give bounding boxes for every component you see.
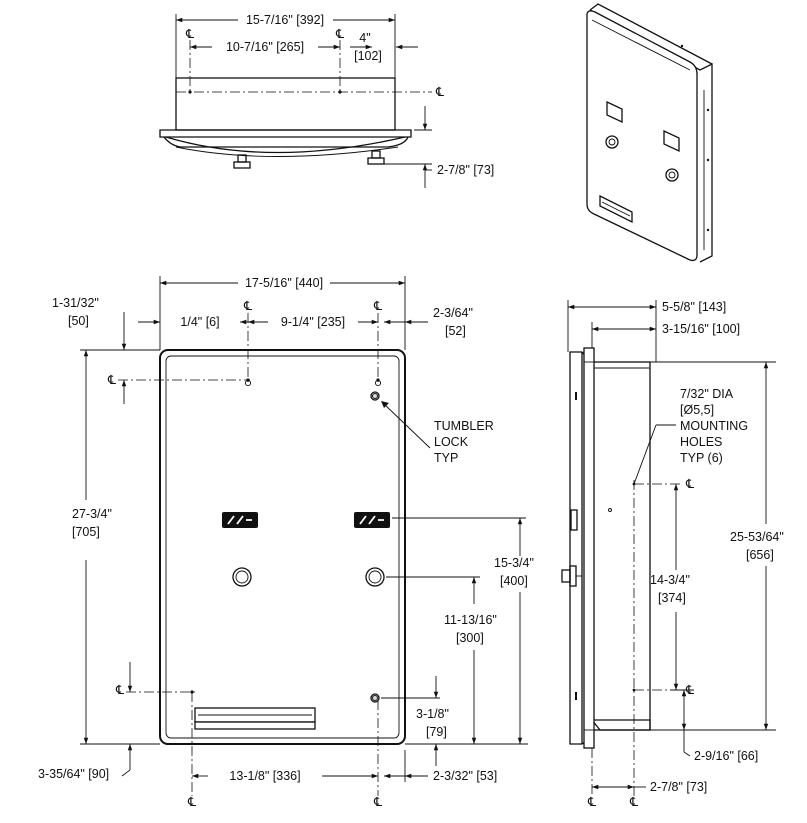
top-overall-width: 15-7/16" [392] (246, 13, 324, 27)
hole-note-line3: MOUNTING (680, 419, 748, 433)
side-overall-height: 25-53/64" (730, 530, 784, 544)
centerline-symbol: ℄ (373, 299, 382, 313)
front-overall-width: 17-5/16" [440] (245, 276, 323, 290)
centerline-symbol: ℄ (587, 795, 596, 809)
front-left-cl: 1/4" [6] (180, 315, 219, 329)
tumbler-note-line3: TYP (434, 451, 458, 465)
front-lower-lock-height-mm: [79] (426, 725, 447, 739)
front-view: 17-5/16" [440] 1-31/32" [50] ℄ ℄ 1/4" [6… (38, 276, 534, 809)
side-recess-depth: 3-15/16" [100] (662, 322, 740, 336)
centerline-symbol: ℄ (185, 27, 194, 41)
centerline-symbol: ℄ (115, 683, 124, 697)
top-cl-spacing: 10-7/16" [265] (226, 40, 304, 54)
side-overall-depth: 5-5/8" [143] (662, 300, 726, 314)
centerline-symbol: ℄ (187, 795, 196, 809)
front-button-height-mm: [300] (456, 631, 484, 645)
top-view: 15-7/16" [392] ℄ ℄ 10-7/16" [265] 4" [10… (159, 13, 494, 188)
front-window-height-mm: [400] (500, 574, 528, 588)
front-bottom-left: 3-35/64" [90] (38, 767, 109, 781)
top-depth: 4" (359, 31, 370, 45)
top-projection: 2-7/8" [73] (437, 163, 494, 177)
front-bottom-right: 2-3/32" [53] (433, 769, 497, 783)
centerline-symbol: ℄ (435, 85, 444, 99)
front-cl-spacing-bottom: 13-1/8" [336] (229, 769, 300, 783)
front-left-offset: 1-31/32" (52, 296, 99, 310)
front-button-height: 11-13/16" (444, 613, 497, 627)
side-bottom-offset: 2-9/16" [66] (694, 749, 758, 763)
front-cl-spacing-top: 9-1/4" [235] (281, 315, 345, 329)
front-window-height: 15-3/4" (494, 556, 534, 570)
side-hole-spacing-mm: [374] (658, 591, 686, 605)
front-right-offset-mm: [52] (445, 324, 466, 338)
hole-note-line2: [Ø5,5] (680, 403, 714, 417)
centerline-symbol: ℄ (107, 373, 116, 387)
tumbler-note-line1: TUMBLER (434, 419, 494, 433)
front-lower-lock-height: 3-1/8" (416, 707, 449, 721)
tumbler-note-line2: LOCK (434, 435, 469, 449)
side-overall-height-mm: [656] (746, 548, 774, 562)
front-overall-height: 27-3/4" (72, 507, 112, 521)
hole-note-line1: 7/32" DIA (680, 387, 734, 401)
front-left-offset-mm: [50] (68, 314, 89, 328)
hole-note-line4: HOLES (680, 435, 722, 449)
centerline-symbol: ℄ (685, 477, 694, 491)
isometric-view (586, 3, 713, 263)
front-overall-height-mm: [705] (72, 525, 100, 539)
centerline-symbol: ℄ (243, 299, 252, 313)
top-depth-mm: [102] (354, 49, 382, 63)
side-view: 5-5/8" [143] 3-15/16" [100] ℄ ℄ 7/32 (561, 300, 784, 809)
side-hole-spacing: 14-3/4" (650, 573, 690, 587)
centerline-symbol: ℄ (373, 795, 382, 809)
front-right-offset: 2-3/64" (433, 306, 473, 320)
centerline-symbol: ℄ (335, 27, 344, 41)
centerline-symbol: ℄ (629, 795, 638, 809)
hole-note-line5: TYP (6) (680, 451, 723, 465)
side-bottom-depth: 2-7/8" [73] (650, 780, 707, 794)
